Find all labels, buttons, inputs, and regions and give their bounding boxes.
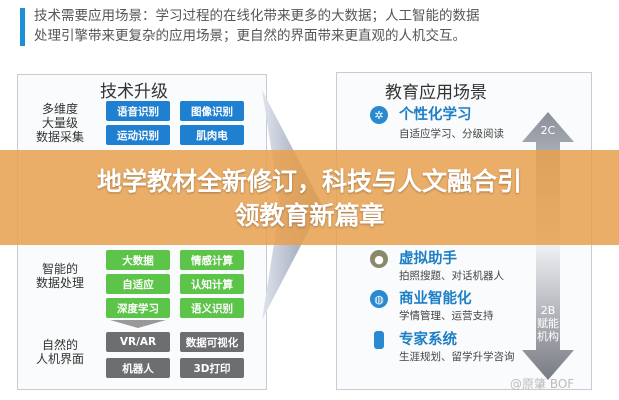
arrow-label-2c: 2C (540, 124, 556, 137)
tech-box: 自适应 (106, 274, 170, 294)
tech-box: 肌肉电 (180, 125, 244, 145)
scenario-desc: 学情管理、运营支持 (399, 310, 494, 322)
tech-box: 大数据 (106, 250, 170, 270)
headline-banner (0, 150, 619, 245)
tech-box: 认知计算 (180, 274, 244, 294)
tech-box: 3D打印 (180, 358, 244, 378)
down-arrow-icon (110, 320, 166, 328)
row-label-interface: 自然的 人机界面 (35, 338, 84, 366)
tech-box: 情感计算 (180, 250, 244, 270)
headline-line-1: 地学教材全新修订，科技与人文融合引 (96, 167, 522, 196)
scenario-name: 专家系统 (399, 332, 457, 348)
headline: 地学教材全新修订，科技与人文融合引 领教育新篇章 (0, 165, 619, 233)
expert-icon (374, 331, 384, 349)
scenario-desc: 生涯规划、留学升学咨询 (399, 351, 515, 363)
tech-box: 图像识别 (180, 101, 244, 121)
arrow-label-2b: 2B 赋能 机构 (537, 304, 559, 343)
assistant-icon: ● (370, 250, 388, 268)
double-arrow-icon (522, 112, 574, 380)
intro-line-2: 处理引擎带来更复杂的应用场景；更自然的界面带来更直观的人机交互。 (34, 28, 466, 44)
scenario-name: 虚拟助手 (399, 251, 457, 267)
edu-scenario-title: 教育应用场景 (385, 83, 487, 103)
tech-box: 数据可视化 (180, 332, 244, 352)
tech-box: 运动识别 (106, 125, 170, 145)
scenario-desc: 拍照搜题、对话机器人 (399, 270, 504, 282)
scenario-desc: 自适应学习、分级阅读 (399, 128, 504, 140)
tech-box: 语音识别 (106, 101, 170, 121)
scenario-name: 商业智能化 (399, 291, 472, 307)
tech-box: 语义识别 (180, 298, 244, 318)
accent-bar (20, 8, 25, 46)
row-label-data-processing: 智能的 数据处理 (35, 262, 84, 290)
intro-text: 技术需要应用场景：学习过程的在线化带来更多的大数据；人工智能的数据 处理引擎带来… (34, 6, 614, 46)
globe-icon: ◍ (370, 290, 388, 308)
watermark: @原肇 BOF (510, 377, 575, 391)
intro-line-1: 技术需要应用场景：学习过程的在线化带来更多的大数据；人工智能的数据 (34, 8, 480, 24)
tech-box: 机器人 (106, 358, 170, 378)
scenario-name: 个性化学习 (399, 107, 472, 123)
tech-box: 深度学习 (106, 298, 170, 318)
network-icon: ✲ (370, 106, 388, 124)
tech-upgrade-title: 技术升级 (100, 82, 168, 102)
row-label-data-collection: 多维度 大量级 数据采集 (35, 102, 84, 144)
headline-line-2: 领教育新篇章 (234, 201, 385, 230)
tech-box: VR/AR (106, 332, 170, 352)
